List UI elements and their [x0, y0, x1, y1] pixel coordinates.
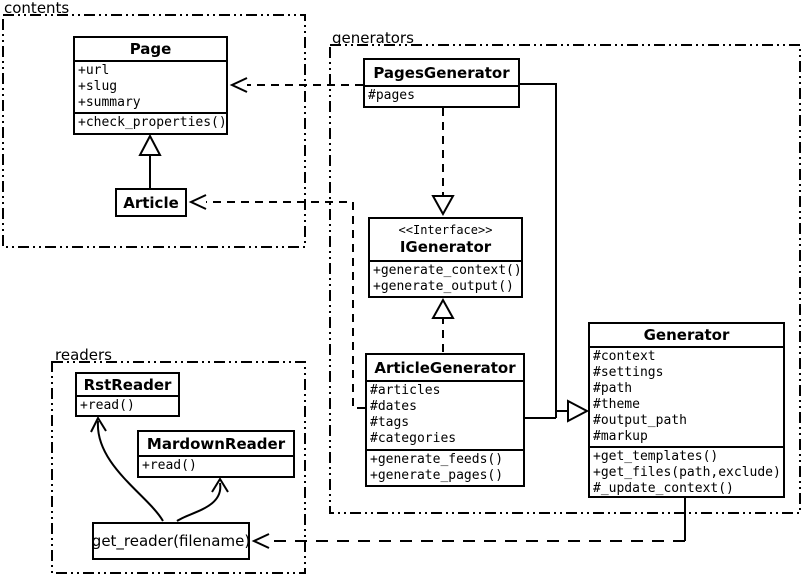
class-box-mardownreader: MardownReader +read()	[137, 430, 295, 478]
inheritance-triangle-generator	[567, 399, 590, 423]
function-box-get-reader: get_reader(filename)	[92, 522, 250, 560]
attribute-row: #tags	[370, 415, 410, 430]
class-box-pagesgenerator: PagesGenerator #pages	[363, 58, 520, 108]
method-row: +generate_pages()	[370, 468, 504, 483]
attribute-row: +slug	[78, 79, 118, 94]
class-box-rstreader: RstReader +read()	[75, 372, 180, 417]
attribute-row: #theme	[593, 397, 640, 412]
class-box-articlegenerator: ArticleGenerator #articles #dates #tags …	[365, 353, 525, 487]
attribute-row: #markup	[593, 429, 648, 444]
class-title-pagesgenerator: PagesGenerator	[373, 63, 510, 82]
attribute-row: #pages	[368, 88, 415, 103]
attribute-row: #path	[593, 381, 633, 396]
open-arrowhead-article	[188, 194, 207, 210]
class-title-generator: Generator	[643, 326, 730, 344]
class-title-mardownreader: MardownReader	[146, 434, 286, 453]
class-title-igenerator: IGenerator	[399, 238, 492, 256]
generalization-line-pagesgenerator-generator	[520, 83, 557, 418]
method-row: +check_properties()	[78, 115, 226, 130]
attribute-row: +url	[78, 63, 110, 78]
realization-triangle-igenerator-top	[431, 195, 455, 217]
method-row: +read()	[80, 398, 135, 413]
class-title-block-igenerator: <<Interface>> IGenerator	[370, 219, 521, 260]
class-box-page: Page +url +slug +summary +check_properti…	[73, 36, 228, 135]
attribute-row: #articles	[370, 383, 441, 398]
methods-compartment: +get_templates() +get_files(path,exclude…	[590, 446, 783, 496]
methods-compartment: +generate_feeds() +generate_pages()	[367, 449, 523, 485]
class-box-igenerator: <<Interface>> IGenerator +generate_conte…	[368, 217, 523, 298]
methods-compartment: +read()	[77, 395, 178, 415]
method-row: +get_files(path,exclude)	[593, 465, 781, 480]
class-title-rstreader: RstReader	[83, 375, 172, 394]
open-arrowhead-rstreader	[90, 415, 107, 433]
attribute-row: #output_path	[593, 413, 687, 428]
class-title-article: Article	[123, 193, 179, 212]
methods-compartment: +check_properties()	[75, 112, 226, 133]
stereotype-label: <<Interface>>	[398, 223, 493, 237]
method-row: +generate_output()	[373, 279, 514, 294]
methods-compartment: +read()	[139, 455, 293, 476]
package-label-contents: contents	[4, 0, 70, 17]
open-arrowhead-getreader	[251, 533, 270, 549]
package-label-readers: readers	[55, 346, 112, 364]
attribute-row: #categories	[370, 431, 457, 446]
open-arrowhead-page	[229, 77, 248, 93]
method-row: +generate_feeds()	[370, 452, 504, 467]
class-box-article: Article	[115, 188, 187, 217]
package-border-generators	[329, 44, 801, 514]
function-label-get-reader: get_reader(filename)	[91, 532, 251, 550]
class-title-articlegenerator: ArticleGenerator	[374, 358, 516, 377]
package-label-generators: generators	[332, 29, 414, 47]
method-row: +read()	[142, 458, 197, 473]
attribute-row: #dates	[370, 399, 417, 414]
attributes-compartment: #pages	[365, 85, 518, 106]
package-border-contents	[2, 14, 306, 248]
method-row: +get_templates()	[593, 449, 719, 464]
attribute-row: #context	[593, 349, 656, 364]
open-arrowhead-mardownreader	[211, 477, 229, 493]
realization-triangle-igenerator-bottom	[431, 297, 455, 319]
attribute-row: +summary	[78, 95, 141, 110]
package-border-readers	[51, 361, 306, 574]
attributes-compartment: #context #settings #path #theme #output_…	[590, 346, 783, 446]
arrow-line-getreader-rstreader	[96, 420, 164, 522]
methods-compartment: +generate_context() +generate_output()	[370, 260, 521, 296]
arrow-line-getreader-mardownreader	[176, 482, 222, 522]
method-row: #_update_context()	[593, 481, 734, 496]
attributes-compartment: +url +slug +summary	[75, 60, 226, 112]
attributes-compartment: #articles #dates #tags #categories	[367, 380, 523, 449]
class-title-page: Page	[129, 40, 172, 58]
inheritance-triangle-page	[138, 133, 162, 156]
method-row: +generate_context()	[373, 263, 521, 278]
attribute-row: #settings	[593, 365, 664, 380]
class-box-generator: Generator #context #settings #path #them…	[588, 322, 785, 498]
dependency-line-articlegenerator-article	[206, 201, 365, 409]
